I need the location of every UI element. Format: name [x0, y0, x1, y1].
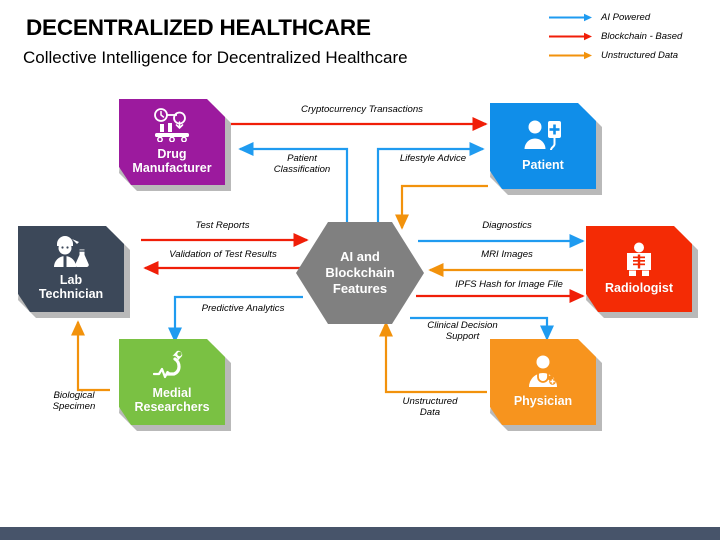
node-lab-technician[interactable]: Lab Technician: [18, 226, 130, 318]
node-label: Medial Researchers: [134, 385, 210, 414]
node-label: Lab Technician: [38, 272, 104, 301]
edge-label-unstructured-data: Unstructured Data: [402, 396, 458, 419]
page-subtitle: Collective Intelligence for Decentralize…: [23, 48, 408, 67]
node-drug-manufacturer[interactable]: Drug Manufacturer: [119, 99, 231, 191]
arrow-right-icon: [549, 32, 592, 41]
node-shape: [119, 339, 231, 431]
xray-body-icon: [627, 242, 651, 276]
legend-item-ai-powered: AI Powered: [548, 8, 718, 27]
node-label: Patient: [522, 157, 564, 172]
node-shape: [18, 226, 130, 318]
edge-label-biological-specimen: Biological Specimen: [52, 390, 96, 413]
edge-label-validation-of-test-results: Validation of Test Results: [169, 249, 277, 260]
legend-label: Blockchain - Based: [601, 31, 683, 42]
edge-label-test-reports: Test Reports: [195, 220, 250, 231]
edge-label-mri-images: MRI Images: [481, 249, 533, 260]
node-patient[interactable]: Patient: [490, 103, 602, 195]
lab-technician-icon: [54, 235, 89, 267]
node-radiologist[interactable]: Radiologist: [586, 226, 698, 318]
node-ai-blockchain-features[interactable]: AI and Blockchain Features: [296, 222, 424, 324]
node-physician[interactable]: Physician: [490, 339, 602, 431]
edge-label-clinical-decision-support: Clinical Decision Support: [427, 320, 498, 343]
edge-label-patient-classification: Patient Classification: [273, 153, 331, 176]
node-label: Radiologist: [604, 280, 674, 295]
node-label: Drug Manufacturer: [132, 146, 212, 175]
edge-label-diagnostics: Diagnostics: [482, 220, 532, 231]
edge-biological-specimen: [70, 320, 110, 392]
node-label: Physician: [513, 393, 573, 408]
legend-item-unstructured-data: Unstructured Data: [548, 46, 718, 65]
legend: AI Powered Blockchain - Based Unstructur…: [548, 8, 718, 65]
legend-item-blockchain-based: Blockchain - Based: [548, 27, 718, 46]
edge-label-lifestyle-advice: Lifestyle Advice: [399, 153, 467, 164]
arrow-right-icon: [549, 13, 592, 22]
edge-label-ipfs-hash-for-image-file: IPFS Hash for Image File: [455, 279, 563, 290]
edge-label-predictive-analytics: Predictive Analytics: [201, 303, 285, 314]
node-shape: [119, 99, 231, 191]
legend-label: AI Powered: [601, 12, 651, 23]
hexagon-shape: [296, 222, 424, 324]
hub-label: AI and Blockchain Features: [325, 249, 395, 296]
arrow-right-icon: [549, 51, 592, 60]
patient-iv-icon: [524, 120, 561, 150]
legend-label: Unstructured Data: [601, 50, 679, 61]
footer-bar: [0, 527, 720, 540]
factory-icon: [154, 107, 189, 142]
edge-label-cryptocurrency-transactions: Cryptocurrency Transactions: [301, 104, 423, 115]
page-title: DECENTRALIZED HEALTHCARE: [26, 15, 371, 40]
node-medial-researchers[interactable]: Medial Researchers: [119, 339, 231, 431]
doctor-stethoscope-icon: [529, 355, 557, 387]
microscope-icon: [153, 350, 183, 378]
